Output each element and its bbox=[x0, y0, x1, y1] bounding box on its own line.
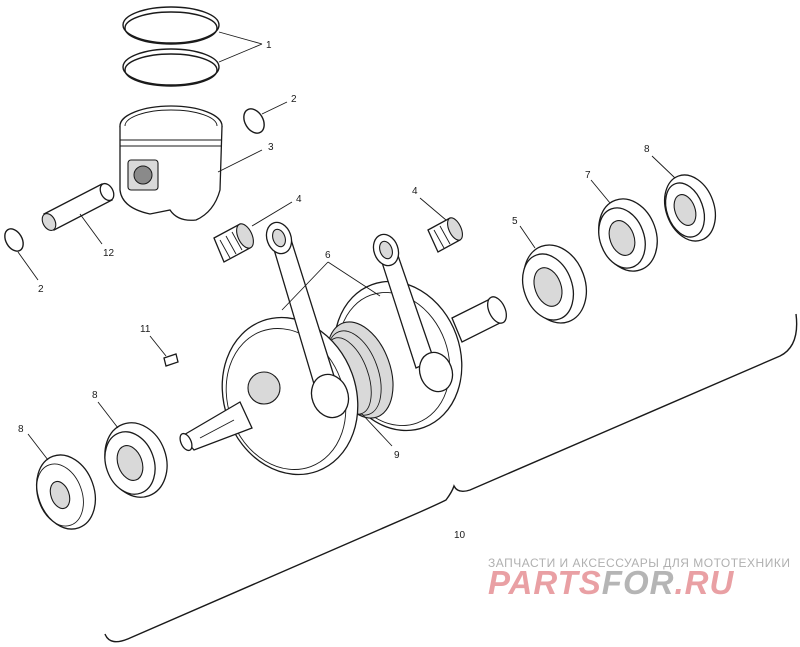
callout-8-left: 8 bbox=[18, 424, 24, 435]
woodruff-key bbox=[149, 335, 179, 367]
callout-4-right: 4 bbox=[412, 186, 418, 197]
callout-10: 10 bbox=[454, 530, 466, 541]
callout-12: 12 bbox=[103, 248, 115, 259]
circlip-left bbox=[4, 228, 39, 281]
callout-8-right: 8 bbox=[644, 144, 650, 155]
callout-7: 7 bbox=[585, 170, 591, 181]
piston-rings bbox=[122, 6, 263, 87]
callout-2-left: 2 bbox=[38, 284, 44, 295]
callout-6: 6 bbox=[325, 250, 331, 261]
circlip-top bbox=[243, 101, 288, 134]
callout-11: 11 bbox=[140, 324, 151, 335]
callout-3: 3 bbox=[268, 142, 274, 153]
main-bearing-5 bbox=[519, 225, 587, 324]
piston bbox=[119, 105, 263, 221]
assembly-brace bbox=[104, 313, 798, 643]
callout-1: 1 bbox=[266, 40, 272, 51]
needle-bearing-left bbox=[213, 201, 293, 263]
wrist-pin bbox=[41, 182, 115, 245]
crankshaft-assembly bbox=[179, 221, 508, 476]
callout-9: 9 bbox=[394, 450, 400, 461]
callout-5: 5 bbox=[512, 216, 518, 227]
watermark-tagline: ЗАПЧАСТИ И АКСЕССУАРЫ ДЛЯ МОТОТЕХНИКИ bbox=[488, 556, 790, 570]
main-bearing-7 bbox=[590, 179, 658, 272]
callout-2-top: 2 bbox=[291, 94, 297, 105]
needle-bearing-right bbox=[419, 197, 463, 253]
watermark: ЗАПЧАСТИ И АКСЕССУАРЫ ДЛЯ МОТОТЕХНИКИ PA… bbox=[488, 556, 790, 601]
watermark-logo: PARTSFOR.RU bbox=[488, 564, 734, 601]
callout-8-mid: 8 bbox=[92, 390, 98, 401]
watermark-logo-for: FOR bbox=[602, 564, 675, 601]
watermark-logo-ru: .RU bbox=[674, 564, 734, 601]
oil-seal-8-left bbox=[27, 433, 96, 530]
oil-seal-8-right bbox=[651, 155, 717, 242]
watermark-logo-parts: PARTS bbox=[488, 564, 602, 601]
callout-4-left: 4 bbox=[296, 194, 302, 205]
main-bearing-8-left bbox=[97, 401, 168, 498]
